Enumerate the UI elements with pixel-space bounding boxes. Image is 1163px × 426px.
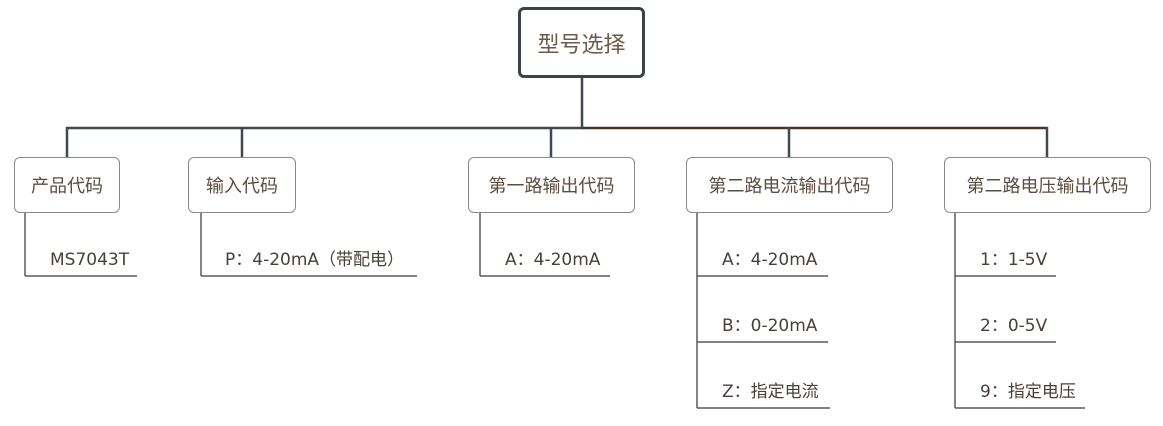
- leaf-option: 2：0-5V: [980, 316, 1048, 336]
- leaf-option: A：4-20mA: [505, 250, 601, 270]
- root-node-model-selection: 型号选择: [518, 7, 645, 78]
- leaf-option: A：4-20mA: [722, 250, 818, 270]
- category-node-output2-current-code: 第二路电流输出代码: [686, 157, 893, 213]
- category-node-input-code: 输入代码: [188, 157, 296, 213]
- leaf-option: MS7043T: [50, 250, 130, 270]
- category-node-output2-voltage-code: 第二路电压输出代码: [944, 157, 1151, 213]
- leaf-option: P：4-20mA（带配电）: [225, 250, 405, 270]
- leaf-option: 1：1-5V: [980, 250, 1048, 270]
- leaf-option: B：0-20mA: [722, 316, 818, 336]
- category-node-output1-code: 第一路输出代码: [468, 157, 635, 213]
- leaf-option: 9：指定电压: [980, 382, 1076, 402]
- category-node-product-code: 产品代码: [14, 157, 120, 213]
- leaf-option: Z：指定电流: [722, 382, 819, 402]
